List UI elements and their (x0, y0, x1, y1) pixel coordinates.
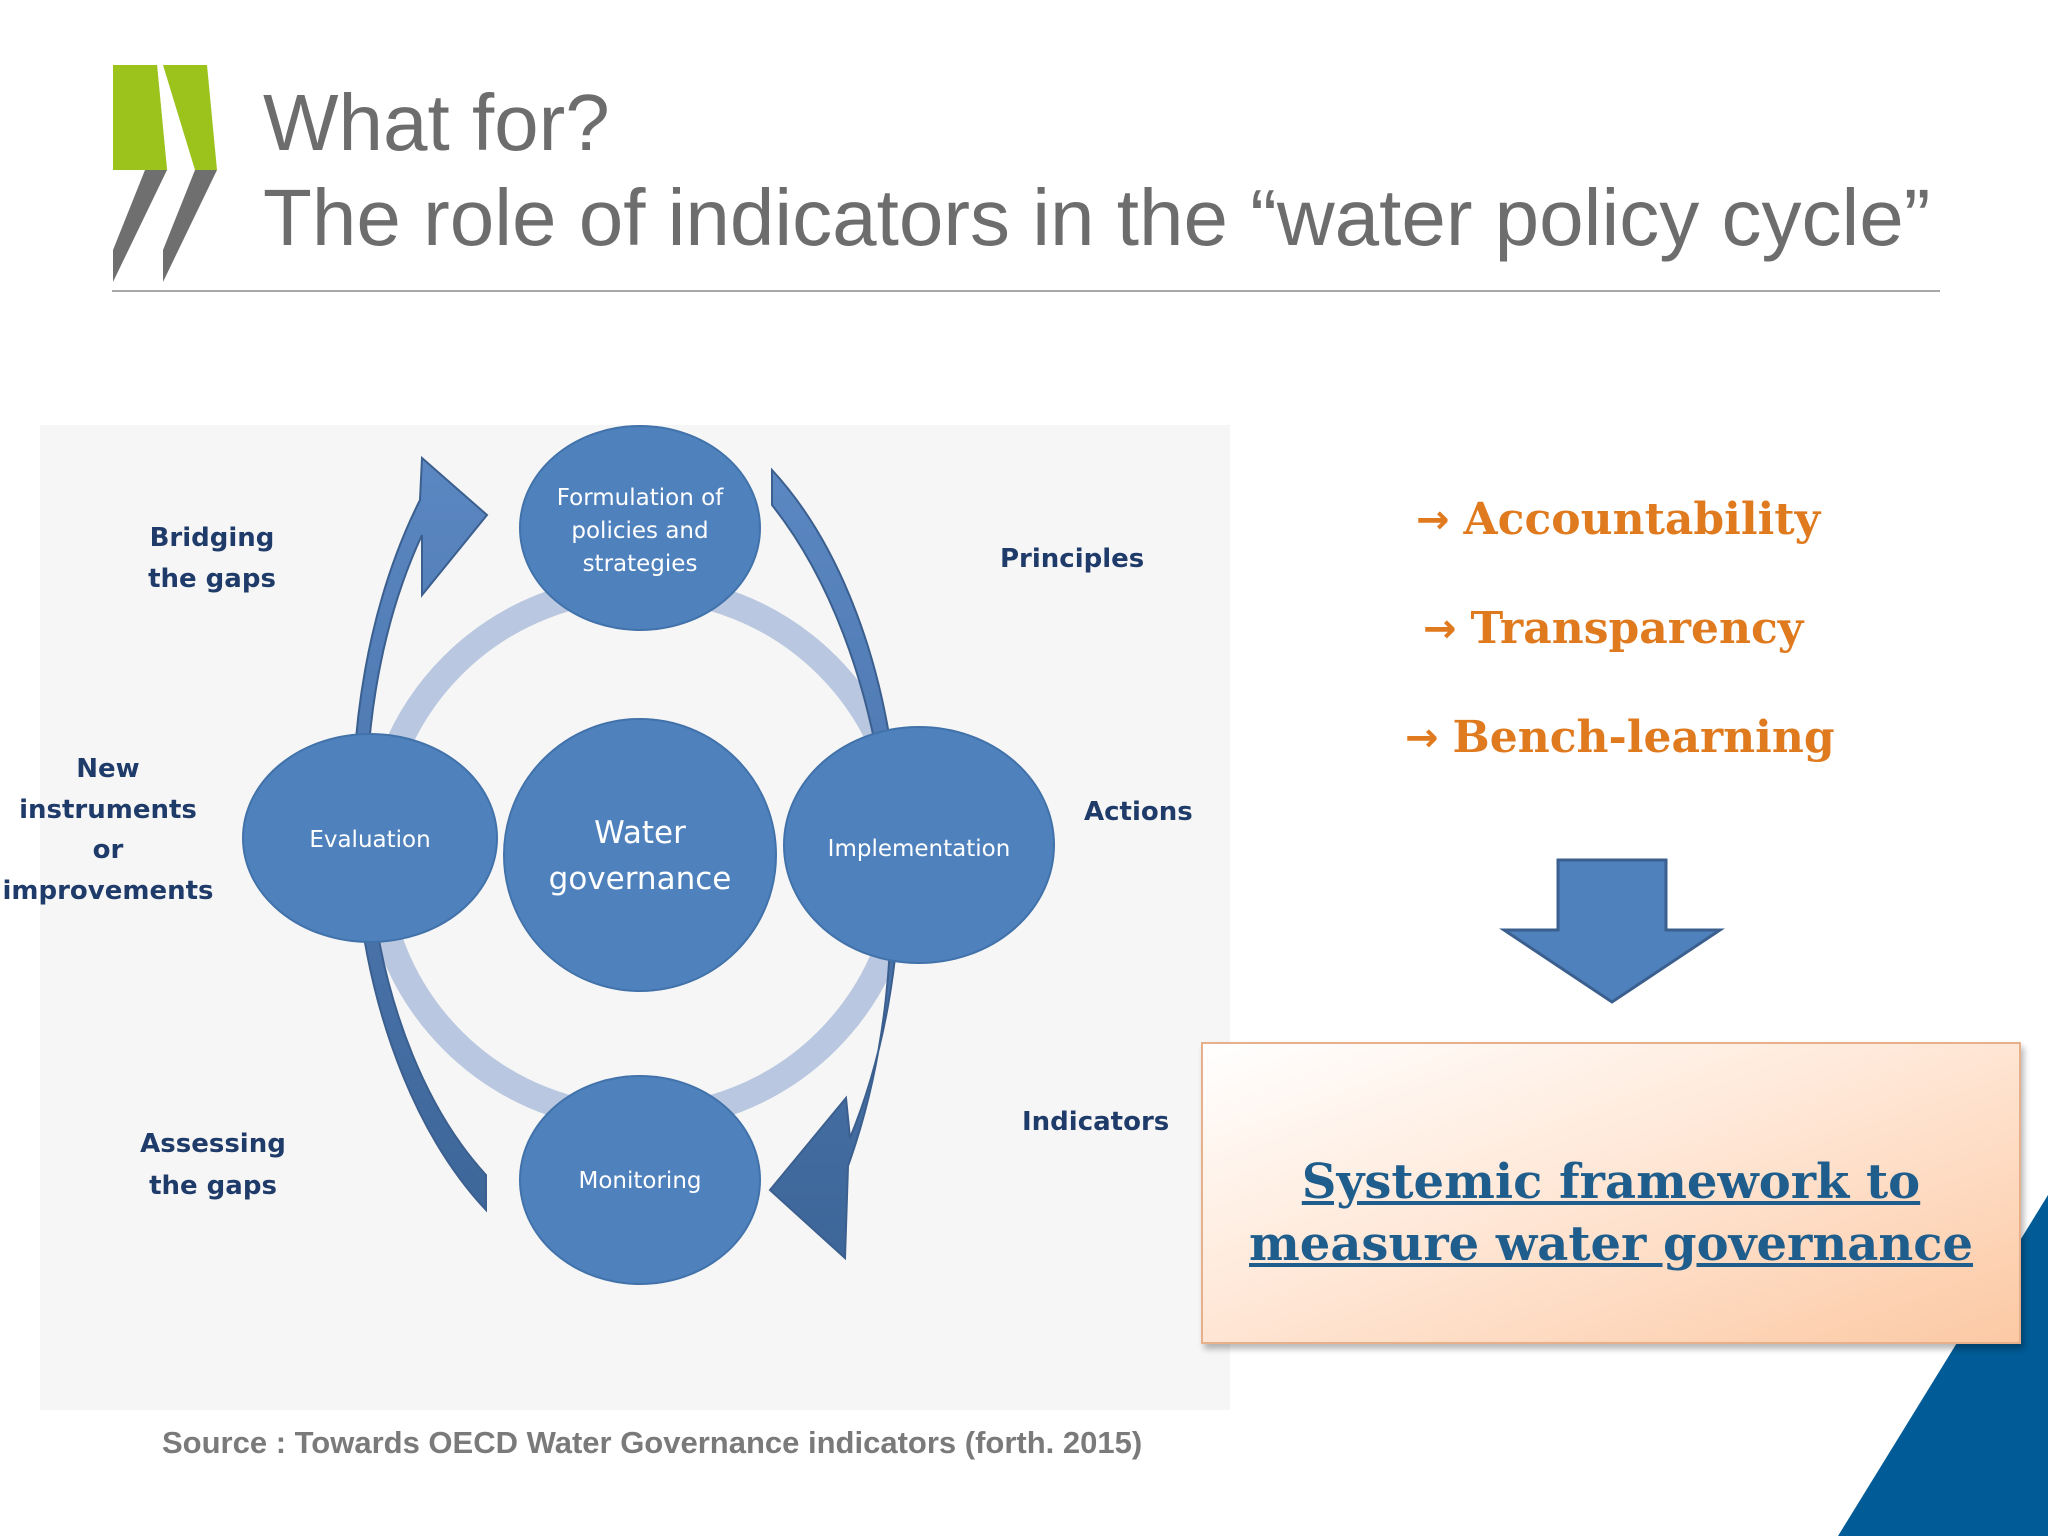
label-bridging-line2: the gaps (148, 564, 276, 594)
formulation-label-line2: policies and (571, 518, 708, 544)
benefit-transparency: → Transparency (1423, 603, 1803, 654)
framework-line1: Systemic framework to (1301, 1154, 1921, 1210)
down-arrow-icon (1499, 858, 1725, 1004)
center-label-line2: governance (549, 861, 732, 897)
label-bridging-line1: Bridging (150, 523, 275, 553)
right-arrow-icon: → (1423, 605, 1457, 652)
node-monitoring (519, 1075, 761, 1285)
implementation-label: Implementation (828, 836, 1011, 862)
label-new-line4: improvements (2, 876, 213, 906)
right-cycle-arrow (768, 467, 902, 1261)
node-implementation (783, 726, 1055, 964)
page-title-line1: What for? (263, 78, 610, 167)
label-new-line2: instruments (19, 795, 197, 825)
double-chevron-icon (113, 65, 217, 282)
label-indicators: Indicators (1022, 1107, 1169, 1137)
benefit-label: Bench-learning (1452, 712, 1835, 763)
systemic-framework-box: Systemic framework to measure water gove… (1201, 1042, 2021, 1344)
benefit-label: Accountability (1463, 494, 1821, 545)
source-citation: Source : Towards OECD Water Governance i… (162, 1425, 1143, 1460)
center-label-line1: Water (594, 815, 686, 851)
evaluation-label: Evaluation (309, 827, 430, 853)
center-node (503, 718, 777, 992)
benefit-bench-learning: → Bench-learning (1405, 712, 1835, 763)
label-new-line1: New (76, 754, 139, 784)
oecd-logo (113, 65, 217, 282)
title-divider (112, 290, 1940, 292)
node-evaluation (242, 733, 498, 943)
right-arrow-icon: → (1405, 714, 1439, 761)
benefit-label: Transparency (1470, 603, 1804, 654)
formulation-label-line1: Formulation of (557, 485, 724, 511)
framework-line2: measure water governance (1249, 1216, 1973, 1272)
formulation-label-line3: strategies (583, 551, 698, 577)
label-assessing-line1: Assessing (140, 1129, 286, 1159)
label-actions: Actions (1084, 797, 1193, 827)
label-new-line3: or (93, 835, 124, 865)
label-assessing-line2: the gaps (149, 1171, 277, 1201)
benefit-accountability: → Accountability (1416, 494, 1820, 545)
right-arrow-icon: → (1416, 496, 1450, 543)
page-title-line2: The role of indicators in the “water pol… (263, 173, 1931, 262)
node-formulation (519, 425, 761, 631)
label-principles: Principles (1000, 544, 1144, 574)
monitoring-label: Monitoring (579, 1168, 702, 1194)
framework-link[interactable]: Systemic framework to measure water gove… (1249, 1151, 1973, 1275)
left-cycle-arrow (352, 455, 489, 1213)
